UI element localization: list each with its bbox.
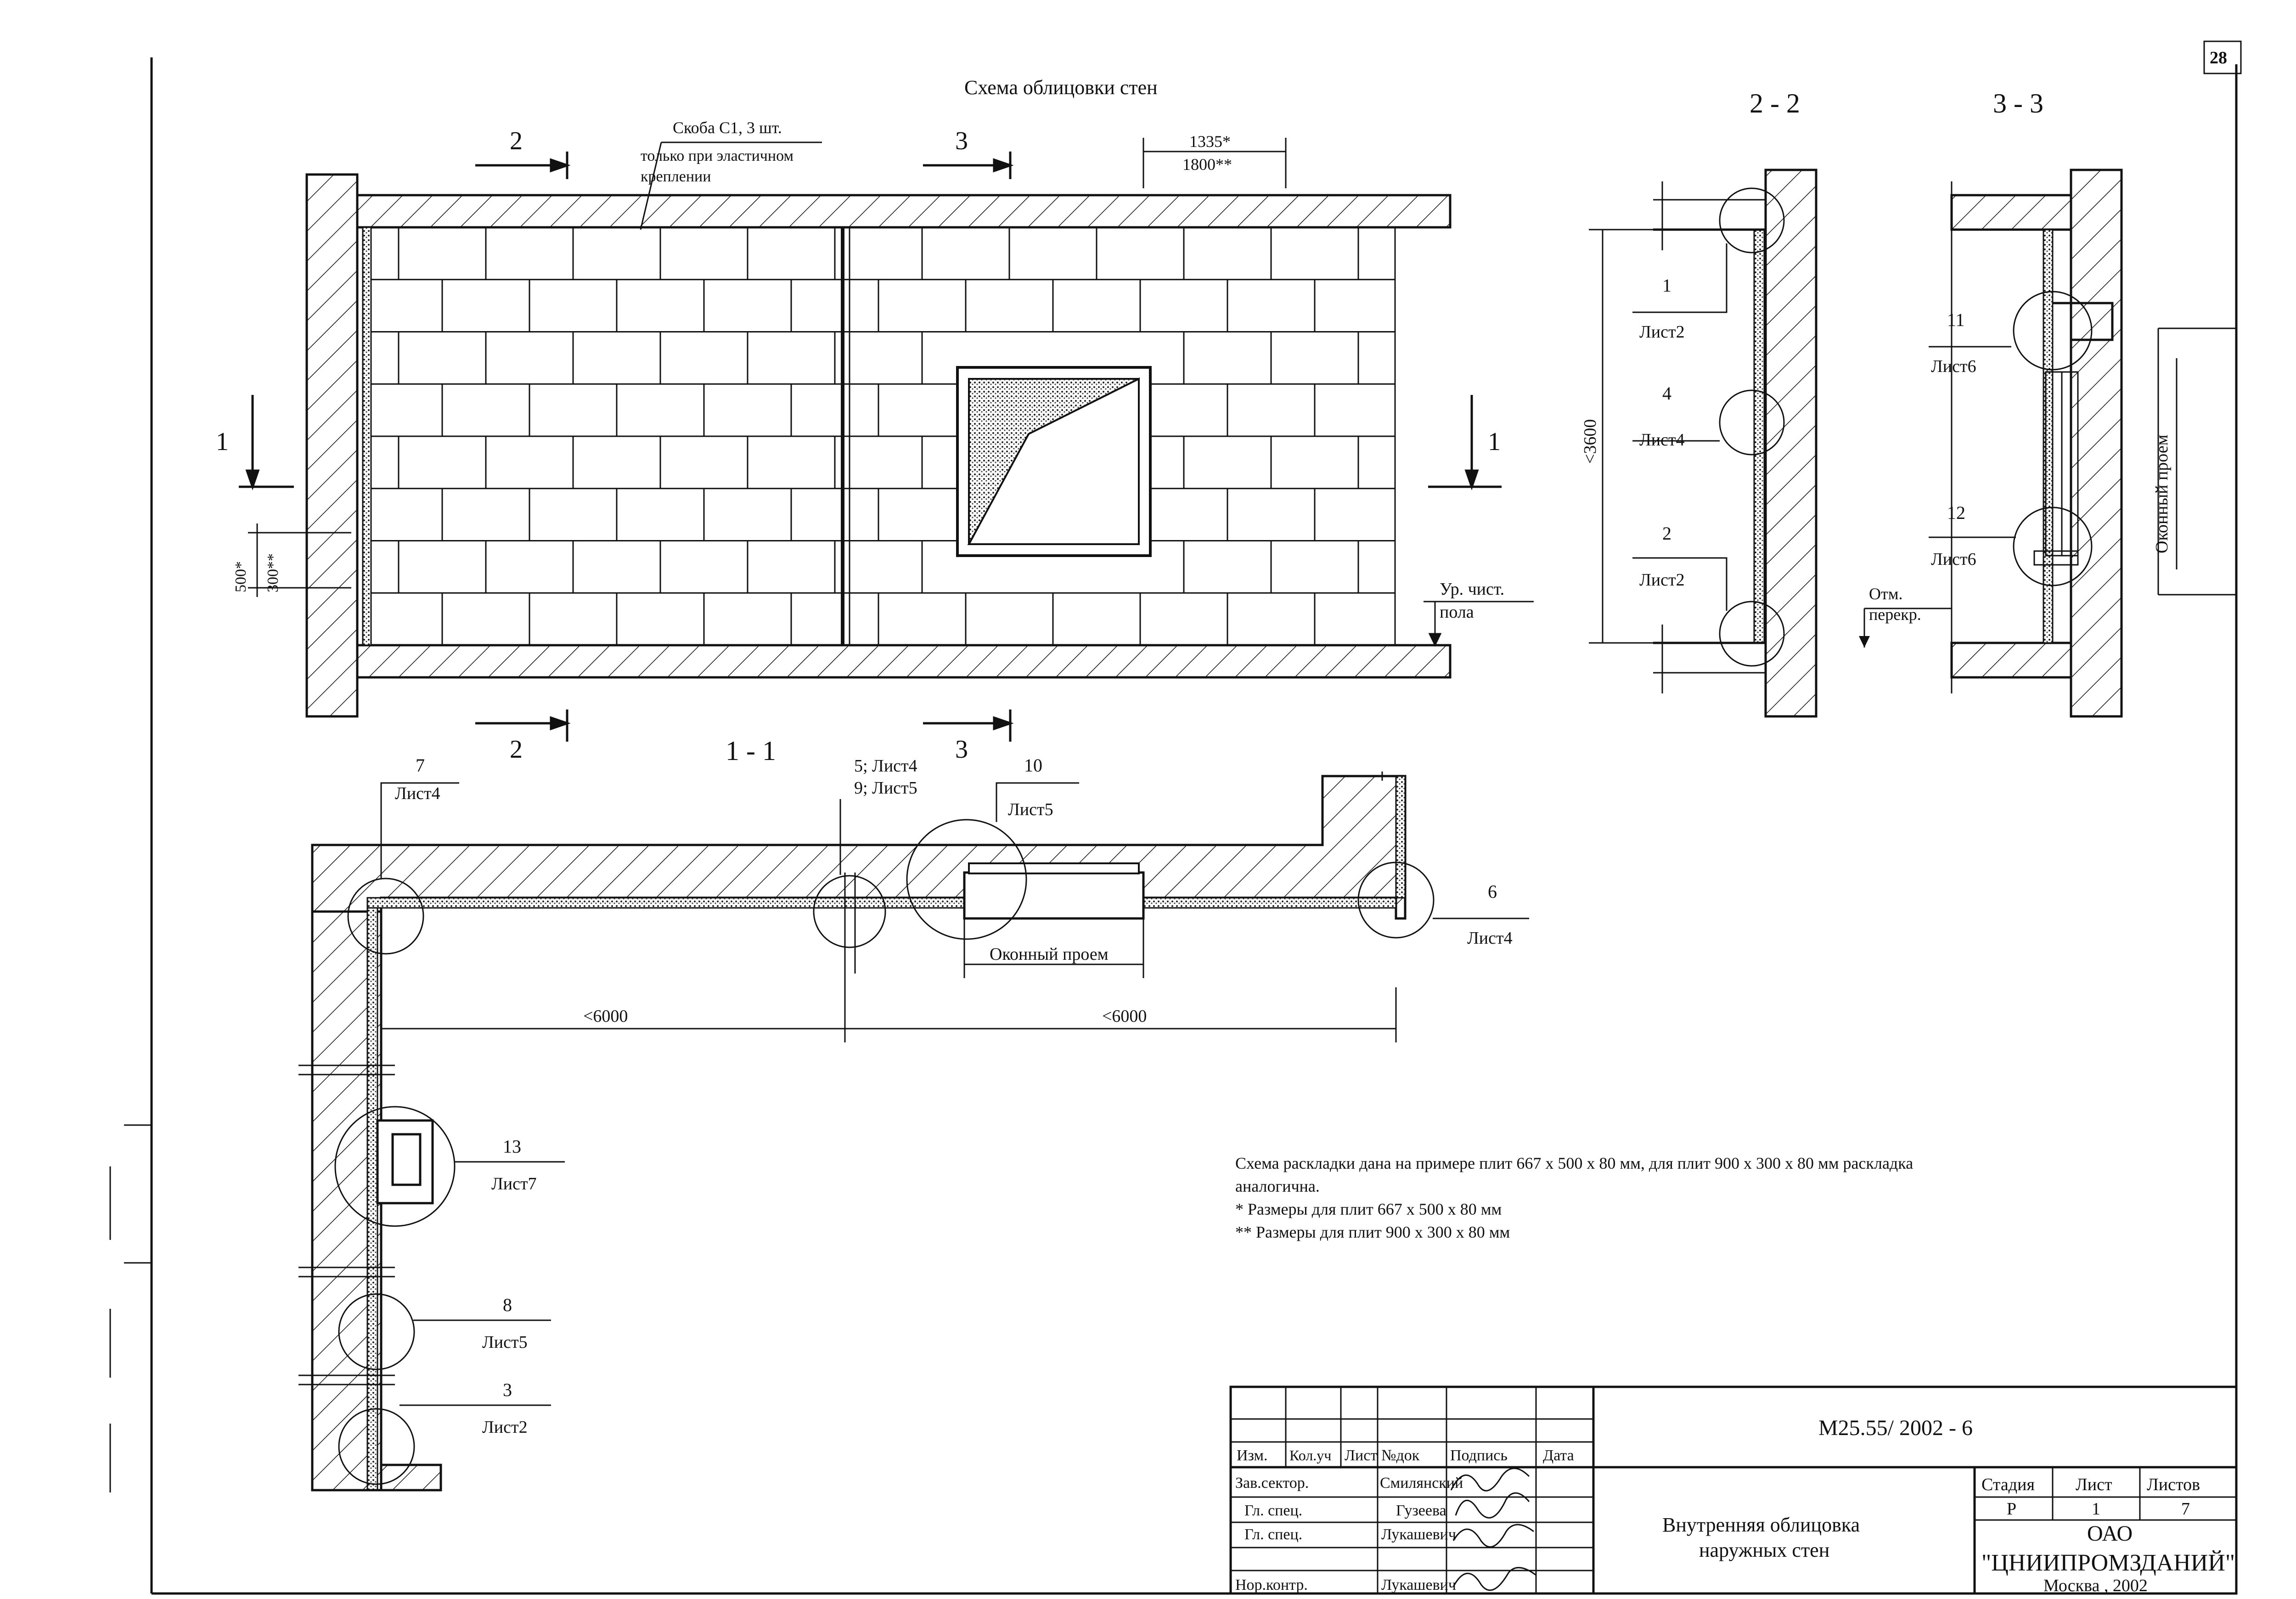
tb-code: М25.55/ 2002 - 6 (1818, 1416, 1973, 1440)
section-22-c2-num: 2 (1662, 523, 1671, 544)
cut-1-left-label: 1 (216, 428, 229, 456)
plan-11-title: 1 - 1 (726, 736, 776, 766)
section-33-c11-sheet: Лист6 (1931, 357, 1976, 376)
tb-h-podpis: Подпись (1450, 1447, 1508, 1464)
tb-r4-role: Нор.контр. (1235, 1576, 1308, 1593)
note-line-1: Схема раскладки дана на примере плит 667… (1235, 1154, 1913, 1172)
section-22-height: <3600 (1581, 419, 1600, 464)
cut-3-top-label: 3 (955, 127, 968, 155)
signatures (1450, 1468, 1536, 1591)
bracket-note-2: только при эластичном (641, 147, 793, 164)
tile-dimension-left (248, 524, 351, 597)
tb-h-list: Лист (1345, 1447, 1377, 1464)
section-22-c2-sheet: Лист2 (1639, 570, 1685, 590)
tb-sheets: 7 (2181, 1499, 2190, 1519)
tb-sheet: 1 (2092, 1499, 2100, 1519)
tb-h-kolu: Кол.уч (1289, 1447, 1331, 1464)
floor-level-label-2: пола (1440, 602, 1474, 622)
tb-h-data: Дата (1543, 1447, 1574, 1464)
dim-1335: 1335* (1189, 132, 1231, 151)
plan-dim-right: <6000 (1102, 1007, 1147, 1026)
note-line-3: * Размеры для плит 667 х 500 х 80 мм (1235, 1200, 1502, 1218)
plan-window-label: Оконный проем (990, 945, 1109, 964)
tb-r3-role: Гл. спец. (1244, 1526, 1302, 1543)
plan-c3-num: 3 (503, 1379, 512, 1400)
plan-c8-num: 8 (503, 1295, 512, 1315)
tb-r2-name: Гузеева (1396, 1502, 1446, 1519)
plan-c8-sheet: Лист5 (482, 1333, 528, 1352)
tb-r4-name: Лукашевич (1381, 1576, 1456, 1593)
tb-doc-title-2: наружных стен (1699, 1539, 1829, 1561)
floor-level-label: Ур. чист. (1440, 580, 1504, 599)
tb-sheets-h: Листов (2147, 1475, 2200, 1494)
section-markers (239, 152, 1502, 742)
section-33-c12-sheet: Лист6 (1931, 550, 1976, 569)
plan-c10-num: 10 (1024, 755, 1042, 776)
plan-c7-num: 7 (416, 755, 425, 776)
tb-h-izm: Изм. (1237, 1447, 1268, 1464)
tb-org-1: ОАО (2087, 1521, 2133, 1546)
note-line-4: ** Размеры для плит 900 х 300 х 80 мм (1235, 1223, 1510, 1241)
tb-doc-title-1: Внутренняя облицовка (1662, 1514, 1860, 1536)
section-22-title: 2 - 2 (1750, 88, 1800, 118)
section-22-c1-num: 1 (1662, 275, 1671, 296)
cut-1-right-label: 1 (1488, 428, 1501, 456)
plan-dim-left: <6000 (583, 1007, 628, 1026)
sheet-frame (109, 40, 2242, 1595)
dim-300: 300** (264, 553, 281, 592)
plan-c7-sheet: Лист4 (395, 784, 440, 803)
cut-3-bottom-label: 3 (955, 735, 968, 764)
bracket-note-3: креплении (641, 168, 711, 185)
plan-c6-sheet: Лист4 (1467, 929, 1513, 948)
tb-r1-role: Зав.сектор. (1235, 1475, 1309, 1492)
tb-r1-name: Смилянский (1380, 1475, 1463, 1492)
plan-c13-sheet: Лист7 (491, 1174, 537, 1194)
section-22 (1589, 169, 1818, 718)
tb-org-3: Москва , 2002 (2043, 1576, 2148, 1595)
floor-level-mark (1424, 601, 1534, 647)
tb-r2-role: Гл. спец. (1244, 1502, 1302, 1519)
tb-stage: Р (2007, 1499, 2016, 1519)
section-33-slab-mark: Отм. (1869, 585, 1903, 603)
tb-r3-name: Лукашевич (1381, 1526, 1456, 1543)
plan-c3-sheet: Лист2 (482, 1418, 528, 1437)
section-33-window-label: Оконный проем (2152, 434, 2172, 553)
tb-sheet-h: Лист (2076, 1475, 2112, 1494)
plan-c9-label: 9; Лист5 (854, 778, 917, 798)
plan-c13-num: 13 (503, 1136, 521, 1157)
tile-dimension-top (1142, 138, 1287, 188)
tb-stage-h: Стадия (1981, 1475, 2035, 1494)
drawing-title: Схема облицовки стен (964, 76, 1158, 99)
bracket-note: Скоба С1, 3 шт. (673, 118, 782, 137)
tb-org-2: "ЦНИИПРОМЗДАНИЙ" (1981, 1550, 2235, 1576)
section-22-c4-num: 4 (1662, 383, 1671, 404)
dim-1800: 1800** (1182, 155, 1232, 174)
bracket-leader (640, 141, 822, 230)
notes: Схема раскладки дана на примере плит 667… (1235, 1154, 1913, 1241)
elevation-wall (305, 173, 1452, 718)
plan-c6-num: 6 (1488, 881, 1497, 902)
plan-11 (298, 771, 1529, 1492)
section-33-c12-num: 12 (1947, 502, 1965, 523)
tb-h-ndok: №док (1381, 1447, 1420, 1464)
cut-2-top-label: 2 (510, 127, 523, 155)
dim-500: 500* (232, 561, 249, 592)
title-block (1229, 1385, 2238, 1595)
cut-2-bottom-label: 2 (510, 735, 523, 764)
note-line-2: аналогична. (1235, 1177, 1320, 1195)
section-33 (1859, 169, 2236, 718)
page-number: 28 (2210, 48, 2227, 68)
plan-c10-sheet: Лист5 (1008, 800, 1053, 819)
section-22-c4-sheet: Лист4 (1639, 430, 1685, 450)
section-33-c11-num: 11 (1947, 310, 1965, 330)
section-22-c1-sheet: Лист2 (1639, 322, 1685, 342)
section-33-slab-mark-2: перекр. (1869, 605, 1921, 624)
section-33-title: 3 - 3 (1993, 88, 2043, 118)
plan-c5-label: 5; Лист4 (854, 756, 917, 776)
